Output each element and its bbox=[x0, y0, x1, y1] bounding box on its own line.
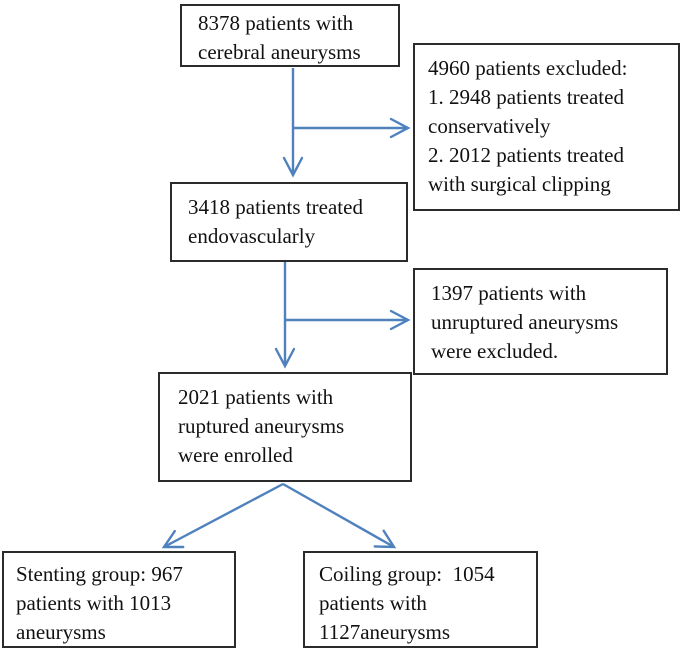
box-line: 1397 patients with bbox=[431, 281, 587, 305]
arrow-enrolled-to-stenting bbox=[161, 482, 284, 549]
box-enrolled-ruptured: 2021 patients with ruptured aneurysms we… bbox=[158, 372, 412, 482]
box-line: unruptured aneurysms bbox=[431, 310, 619, 334]
box-line: 8378 patients with bbox=[198, 11, 354, 35]
box-line: were enrolled bbox=[178, 443, 293, 467]
box-line: aneurysms bbox=[16, 620, 106, 644]
arrow-enrolled-to-coiling bbox=[282, 482, 397, 549]
box-total-patients: 8378 patients with cerebral aneurysms bbox=[180, 4, 400, 67]
box-line: Stenting group: 967 bbox=[16, 562, 183, 586]
box-stenting-group: Stenting group: 967 patients with 1013 a… bbox=[2, 551, 236, 648]
box-line: cerebral aneurysms bbox=[198, 40, 361, 64]
box-line: 3418 patients treated bbox=[188, 195, 363, 219]
box-line: with surgical clipping bbox=[428, 172, 611, 196]
box-endovascular-treated: 3418 patients treated endovascularly bbox=[170, 182, 408, 262]
box-excluded-conservative-surgical: 4960 patients excluded: 1. 2948 patients… bbox=[413, 43, 680, 211]
box-line: ruptured aneurysms bbox=[178, 414, 345, 438]
box-line: conservatively bbox=[428, 114, 551, 138]
box-line: were excluded. bbox=[431, 339, 559, 363]
box-line: 2. 2012 patients treated bbox=[428, 143, 624, 167]
box-line: 1127aneurysms bbox=[319, 620, 451, 644]
box-line: 1. 2948 patients treated bbox=[428, 85, 624, 109]
box-line: endovascularly bbox=[188, 224, 316, 248]
box-excluded-unruptured: 1397 patients with unruptured aneurysms … bbox=[413, 268, 668, 375]
box-line: patients with bbox=[319, 591, 427, 615]
box-line: patients with 1013 bbox=[16, 591, 172, 615]
box-coiling-group: Coiling group: 1054 patients with 1127an… bbox=[303, 551, 538, 648]
box-line: 2021 patients with bbox=[178, 385, 334, 409]
box-line: Coiling group: 1054 bbox=[319, 562, 495, 586]
box-line: 4960 patients excluded: bbox=[428, 56, 628, 80]
